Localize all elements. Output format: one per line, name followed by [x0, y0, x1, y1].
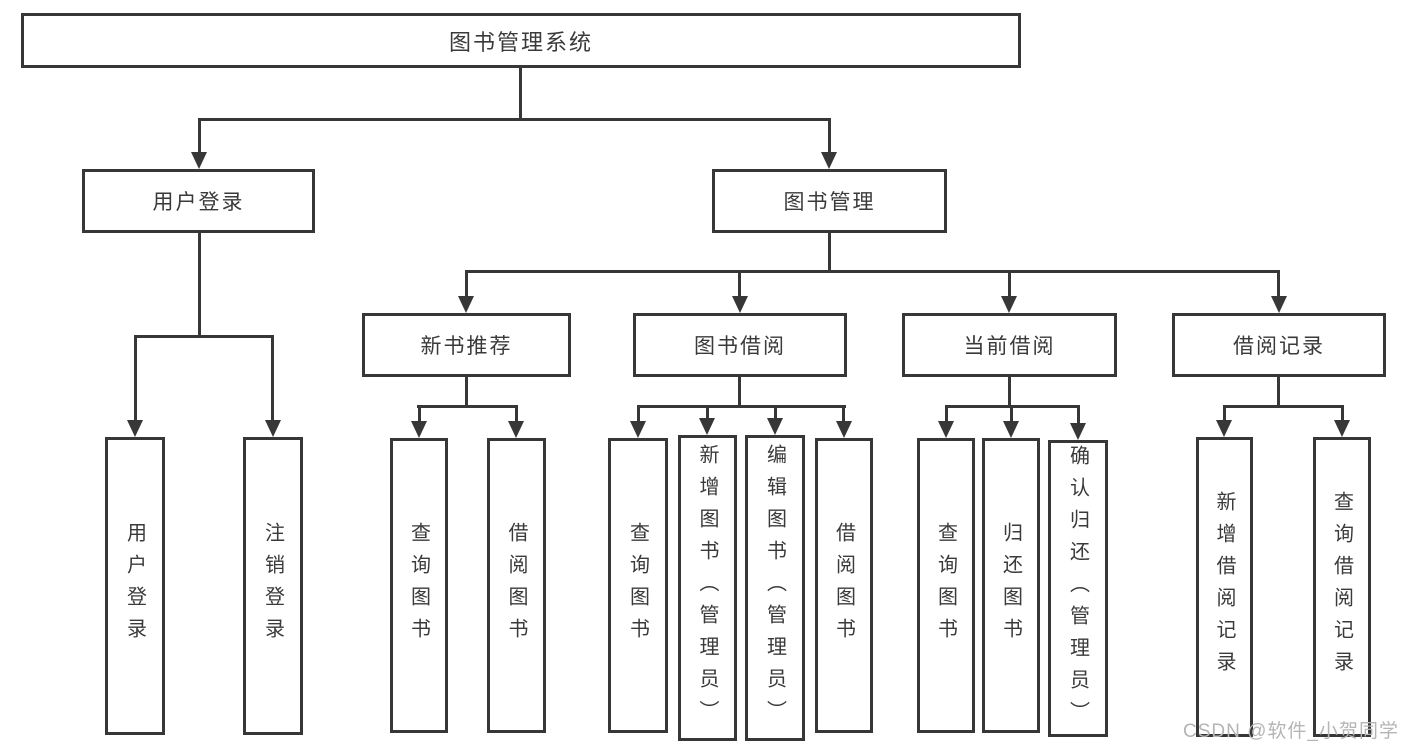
- arrow-down-icon: [630, 421, 646, 438]
- connector-records-hbar: [1223, 405, 1344, 408]
- arrow-down-icon: [265, 420, 281, 437]
- arrow-down-icon: [191, 152, 207, 169]
- node-label: 借阅图书: [832, 521, 855, 650]
- node-bb-add: 新增图书（管理员）: [678, 435, 737, 741]
- node-root: 图书管理系统: [21, 13, 1021, 68]
- arrow-down-icon: [1001, 296, 1017, 313]
- arrow-down-icon: [1334, 420, 1350, 437]
- node-cb-confirm: 确认归还（管理员）: [1048, 440, 1108, 737]
- node-nb-query: 查询图书: [390, 438, 448, 733]
- connector-to-cb-confirm: [1077, 405, 1080, 426]
- arrow-down-icon: [836, 421, 852, 438]
- arrow-down-icon: [938, 421, 954, 438]
- connector-to-br-add: [1223, 405, 1226, 423]
- arrow-down-icon: [458, 296, 474, 313]
- node-label: 用户登录: [123, 522, 146, 650]
- node-book-borrow: 图书借阅: [633, 313, 847, 377]
- connector-to-nb-query: [418, 405, 421, 424]
- connector-to-borrow-records: [1277, 270, 1280, 299]
- connector-bookborrow-hbar: [637, 405, 846, 408]
- node-label: 新增借阅记录: [1213, 491, 1235, 683]
- node-br-add: 新增借阅记录: [1196, 437, 1253, 737]
- node-logout: 注销登录: [243, 437, 303, 735]
- node-label: 查询图书: [626, 521, 649, 650]
- node-label: 确认归还（管理员）: [1066, 444, 1089, 733]
- connector-newbooks-stem: [465, 377, 468, 408]
- connector-root-hbar: [198, 118, 831, 121]
- node-user-login: 用户登录: [82, 169, 315, 233]
- node-br-query: 查询借阅记录: [1313, 437, 1371, 737]
- arrow-down-icon: [127, 420, 143, 437]
- connector-mgmt-stem: [828, 233, 831, 273]
- node-label: 查询图书: [934, 521, 957, 650]
- node-label: 查询借阅记录: [1330, 491, 1353, 683]
- node-label: 注销登录: [261, 522, 284, 650]
- node-label: 借阅图书: [505, 521, 527, 650]
- node-bb-borrow: 借阅图书: [815, 438, 873, 733]
- connector-to-new-books: [465, 270, 468, 299]
- connector-to-logout: [271, 335, 274, 422]
- connector-records-stem: [1277, 377, 1280, 408]
- node-nb-borrow: 借阅图书: [487, 438, 546, 733]
- connector-bookborrow-stem: [738, 377, 741, 408]
- node-book-mgmt: 图书管理: [712, 169, 947, 233]
- connector-to-cb-query: [945, 405, 948, 424]
- node-current-borrow: 当前借阅: [902, 313, 1117, 377]
- node-bb-query: 查询图书: [608, 438, 668, 733]
- connector-login-stem: [198, 233, 201, 338]
- node-label: 编辑图书（管理员）: [763, 444, 786, 732]
- connector-to-cb-return: [1010, 405, 1013, 424]
- node-cb-return: 归还图书: [982, 438, 1040, 733]
- connector-currentborrow-stem: [1008, 377, 1011, 408]
- node-bb-edit: 编辑图书（管理员）: [745, 435, 805, 741]
- connector-newbooks-hbar: [417, 405, 518, 408]
- connector-to-current-borrow: [1008, 270, 1011, 299]
- node-label: 归还图书: [999, 521, 1022, 650]
- connector-to-user-login: [198, 118, 201, 154]
- node-login: 用户登录: [105, 437, 165, 735]
- connector-mgmt-hbar: [465, 270, 1280, 273]
- node-cb-query: 查询图书: [917, 438, 975, 733]
- arrow-down-icon: [1271, 296, 1287, 313]
- arrow-down-icon: [732, 296, 748, 313]
- arrow-down-icon: [1216, 420, 1232, 437]
- connector-to-bb-borrow: [842, 405, 845, 424]
- connector-to-bb-query: [637, 405, 640, 424]
- connector-to-bb-edit: [774, 405, 777, 421]
- connector-to-book-borrow: [738, 270, 741, 299]
- arrow-down-icon: [1070, 423, 1086, 440]
- csdn-watermark: CSDN @软件_小贺同学: [1183, 721, 1399, 742]
- node-borrow-records: 借阅记录: [1172, 313, 1386, 377]
- connector-root-stem: [519, 68, 522, 121]
- connector-to-book-mgmt: [828, 118, 831, 155]
- connector-to-bb-add: [706, 405, 709, 421]
- connector-login-hbar: [134, 335, 274, 338]
- node-label: 新增图书（管理员）: [696, 444, 718, 732]
- arrow-down-icon: [1003, 421, 1019, 438]
- connector-to-br-query: [1341, 405, 1344, 423]
- connector-to-nb-borrow: [515, 405, 518, 424]
- arrow-down-icon: [767, 418, 783, 435]
- node-new-books: 新书推荐: [362, 313, 571, 377]
- arrow-down-icon: [411, 421, 427, 438]
- arrow-down-icon: [699, 418, 715, 435]
- arrow-down-icon: [821, 152, 837, 169]
- arrow-down-icon: [508, 421, 524, 438]
- connector-to-login: [134, 335, 137, 422]
- node-label: 查询图书: [407, 521, 430, 650]
